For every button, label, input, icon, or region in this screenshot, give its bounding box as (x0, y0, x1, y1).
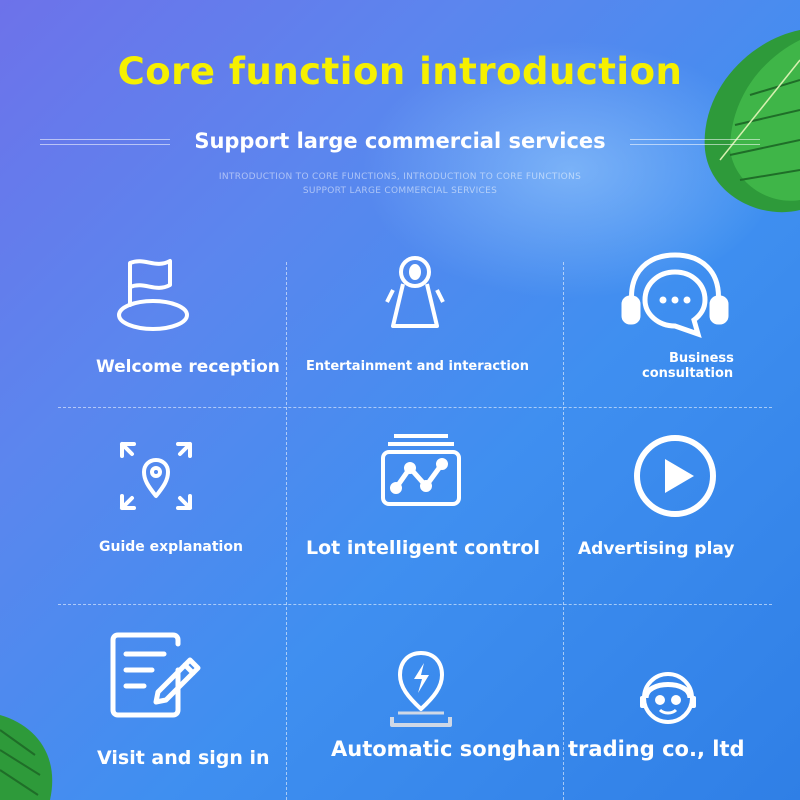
intro-small-text-2: SUPPORT LARGE COMMERCIAL SERVICES (302, 186, 498, 196)
company-watermark: Automatic songhan trading co., ltd (331, 737, 745, 761)
monstera-leaf-top-right (704, 30, 800, 213)
feature-label: Advertising play (578, 539, 735, 559)
charging-pin-icon (390, 651, 452, 727)
feature-label: Guide explanation (99, 539, 243, 555)
robot-face-icon (640, 672, 696, 724)
grid-divider-vertical-1 (286, 262, 287, 800)
subtitle-decoration-right (630, 135, 760, 149)
background-glow (360, 40, 780, 300)
grid-divider-horizontal-2 (58, 604, 772, 605)
page-subtitle: Support large commercial services (194, 129, 606, 153)
chart-stack-icon (381, 434, 461, 506)
monstera-leaf-bottom-left (0, 715, 53, 800)
sign-document-icon (110, 632, 201, 718)
feature-label: Visit and sign in (97, 747, 270, 769)
robot-icon (385, 256, 445, 328)
feature-label: Lot intelligent control (306, 537, 540, 559)
feature-label: Entertainment and interaction (306, 359, 529, 374)
grid-divider-vertical-2 (563, 262, 564, 800)
feature-label: Welcome reception (96, 357, 280, 377)
intro-small-text-1: INTRODUCTION TO CORE FUNCTIONS, INTRODUC… (218, 172, 582, 182)
feature-label-line1: Business (669, 351, 734, 366)
play-icon (634, 435, 716, 517)
headset-chat-icon (621, 252, 729, 338)
feature-label-line2: consultation (642, 366, 734, 381)
flag-icon (117, 259, 189, 331)
location-scan-icon (120, 442, 192, 510)
subtitle-decoration-left (40, 135, 170, 149)
page-title: Core function introduction (117, 50, 683, 93)
grid-divider-horizontal-1 (58, 407, 772, 408)
